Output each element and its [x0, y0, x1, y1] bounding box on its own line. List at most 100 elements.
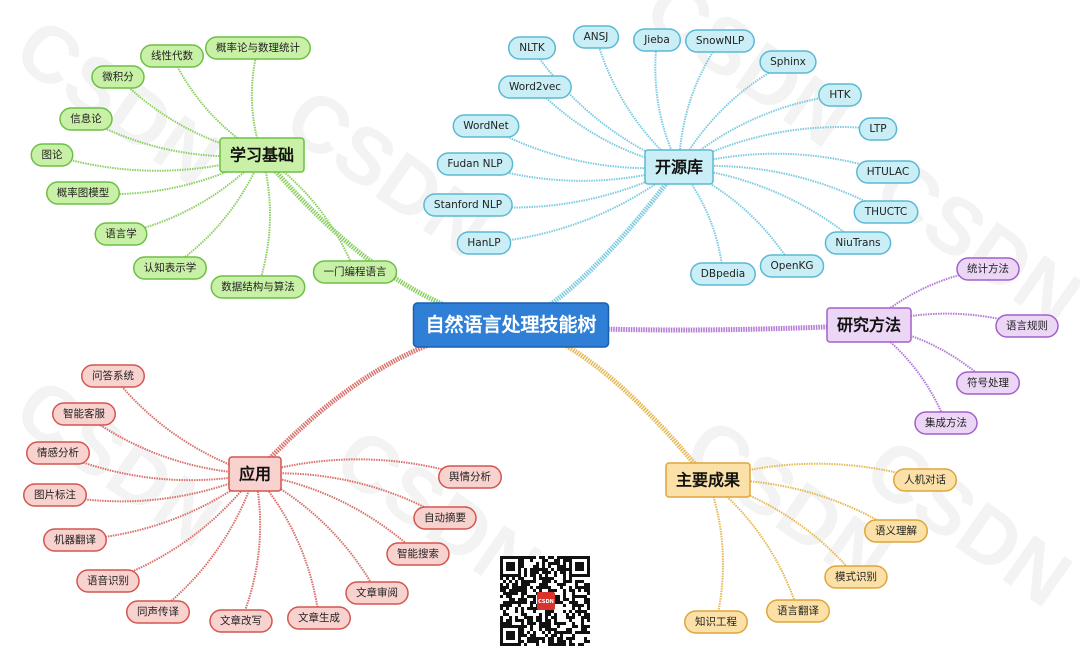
node-learning-item[interactable]: 概率论与数理统计 [205, 36, 311, 60]
node-opensource-item[interactable]: OpenKG [759, 254, 825, 278]
node-opensource-item-label: THUCTC [864, 206, 907, 218]
node-learning-item[interactable]: 语言学 [94, 222, 148, 246]
node-opensource-item[interactable]: Jieba [632, 28, 682, 52]
node-opensource-item[interactable]: NiuTrans [824, 231, 892, 255]
node-applications-item[interactable]: 文章审阅 [345, 581, 409, 605]
node-opensource-item[interactable]: Sphinx [759, 50, 817, 74]
node-learning-item-label: 认知表示学 [144, 261, 197, 274]
node-research-item[interactable]: 符号处理 [956, 371, 1020, 395]
node-learning-item[interactable]: 概率图模型 [46, 181, 120, 205]
node-opensource-item-label: OpenKG [770, 260, 813, 272]
node-applications-item-label: 情感分析 [37, 446, 79, 459]
node-applications-item-label: 舆情分析 [449, 470, 491, 483]
child-connector [678, 164, 887, 213]
child-connector [707, 479, 857, 578]
child-connector [254, 473, 320, 619]
node-learning-item[interactable]: 认知表示学 [133, 256, 207, 280]
node-results-item[interactable]: 语言翻译 [766, 599, 830, 623]
node-learning-item-label: 概率论与数理统计 [216, 41, 300, 54]
node-learning-item[interactable]: 图论 [30, 143, 74, 167]
node-applications-item[interactable]: 舆情分析 [438, 465, 502, 489]
branch-opensource-label: 开源库 [655, 158, 703, 177]
branch-applications[interactable]: 应用 [228, 456, 282, 492]
child-connector [240, 473, 262, 622]
child-connector [157, 473, 256, 613]
node-applications-item[interactable]: 同声传译 [126, 600, 190, 624]
node-opensource-item[interactable]: ANSJ [572, 25, 620, 49]
child-connector [678, 166, 859, 244]
node-opensource-item-label: HTULAC [867, 166, 909, 178]
branch-applications-label: 应用 [239, 465, 271, 484]
node-applications-item-label: 文章生成 [298, 611, 340, 624]
node-research-item[interactable]: 统计方法 [956, 257, 1020, 281]
node-research-item-label: 语言规则 [1006, 319, 1048, 332]
node-learning-item-label: 微积分 [102, 70, 134, 83]
node-opensource-item[interactable]: NLTK [507, 36, 557, 60]
node-opensource-item[interactable]: LTP [858, 117, 898, 141]
node-opensource-item-label: NiuTrans [835, 237, 880, 249]
node-opensource-item[interactable]: WordNet [452, 114, 520, 138]
node-learning-item[interactable]: 信息论 [59, 107, 113, 131]
node-opensource-item[interactable]: DBpedia [690, 262, 756, 286]
node-research-item[interactable]: 语言规则 [995, 314, 1059, 338]
node-learning-item[interactable]: 线性代数 [140, 44, 204, 68]
node-research-item-label: 统计方法 [967, 262, 1009, 275]
branch-connector [510, 165, 681, 328]
node-applications-item-label: 智能客服 [63, 407, 105, 420]
node-applications-item[interactable]: 文章生成 [287, 606, 351, 630]
node-applications-item-label: 同声传译 [137, 605, 179, 618]
node-opensource-item[interactable]: Stanford NLP [423, 193, 513, 217]
node-applications-item[interactable]: 智能客服 [52, 402, 116, 426]
node-opensource-item-label: Sphinx [770, 56, 806, 68]
node-learning-item[interactable]: 数据结构与算法 [210, 275, 306, 299]
root-node[interactable]: 自然语言处理技能树 [412, 302, 610, 348]
node-applications-item[interactable]: 语音识别 [76, 569, 140, 593]
node-learning-item-label: 线性代数 [151, 49, 193, 62]
node-applications-item-label: 文章改写 [220, 614, 262, 627]
branch-opensource[interactable]: 开源库 [644, 149, 714, 185]
node-results-item-label: 语义理解 [875, 524, 917, 537]
branch-connector [510, 322, 710, 482]
child-connector [117, 76, 263, 156]
node-results-item[interactable]: 模式识别 [824, 565, 888, 589]
node-opensource-item-label: HTK [829, 89, 851, 101]
node-opensource-item[interactable]: HTULAC [856, 160, 920, 184]
node-opensource-item[interactable]: Word2vec [498, 75, 572, 99]
branch-research[interactable]: 研究方法 [826, 307, 912, 343]
node-results-item-label: 语言翻译 [777, 604, 819, 617]
node-learning-item-label: 数据结构与算法 [221, 280, 295, 293]
node-learning-item-label: 概率图模型 [57, 186, 110, 199]
node-learning-item[interactable]: 一门编程语言 [312, 260, 398, 284]
node-applications-item[interactable]: 文章改写 [209, 609, 273, 633]
node-applications-item-label: 图片标注 [34, 488, 76, 501]
node-results-item[interactable]: 语义理解 [864, 519, 928, 543]
node-applications-item[interactable]: 情感分析 [26, 441, 90, 465]
child-connector [707, 478, 897, 532]
node-applications-item[interactable]: 自动摘要 [413, 506, 477, 530]
node-results-item[interactable]: 知识工程 [684, 610, 748, 634]
node-opensource-item[interactable]: Fudan NLP [436, 152, 514, 176]
nodes: 学习基础 概率论与数理统计线性代数微积分信息论图论概率图模型语言学认知表示学数据结… [23, 25, 1059, 634]
node-opensource-item-label: DBpedia [701, 268, 745, 280]
node-results-item[interactable]: 人机对话 [893, 468, 957, 492]
node-opensource-item-label: ANSJ [584, 31, 609, 43]
node-opensource-item[interactable]: HanLP [456, 231, 512, 255]
node-opensource-item[interactable]: HTK [818, 83, 862, 107]
node-research-item[interactable]: 集成方法 [914, 411, 978, 435]
node-applications-item-label: 机器翻译 [54, 533, 96, 546]
branch-learning[interactable]: 学习基础 [219, 137, 305, 173]
node-applications-item[interactable]: 智能搜索 [386, 542, 450, 566]
node-opensource-item[interactable]: THUCTC [853, 200, 919, 224]
node-applications-item[interactable]: 图片标注 [23, 483, 87, 507]
node-applications-item[interactable]: 机器翻译 [43, 528, 107, 552]
node-opensource-item[interactable]: SnowNLP [685, 29, 755, 53]
child-connector [868, 324, 947, 424]
node-opensource-item-label: HanLP [467, 237, 500, 249]
branch-results[interactable]: 主要成果 [665, 462, 751, 498]
node-learning-item-label: 一门编程语言 [324, 265, 387, 278]
node-applications-item[interactable]: 问答系统 [81, 364, 145, 388]
child-connector [654, 39, 680, 168]
node-learning-item[interactable]: 微积分 [91, 65, 145, 89]
node-opensource-item-label: Stanford NLP [434, 199, 502, 211]
